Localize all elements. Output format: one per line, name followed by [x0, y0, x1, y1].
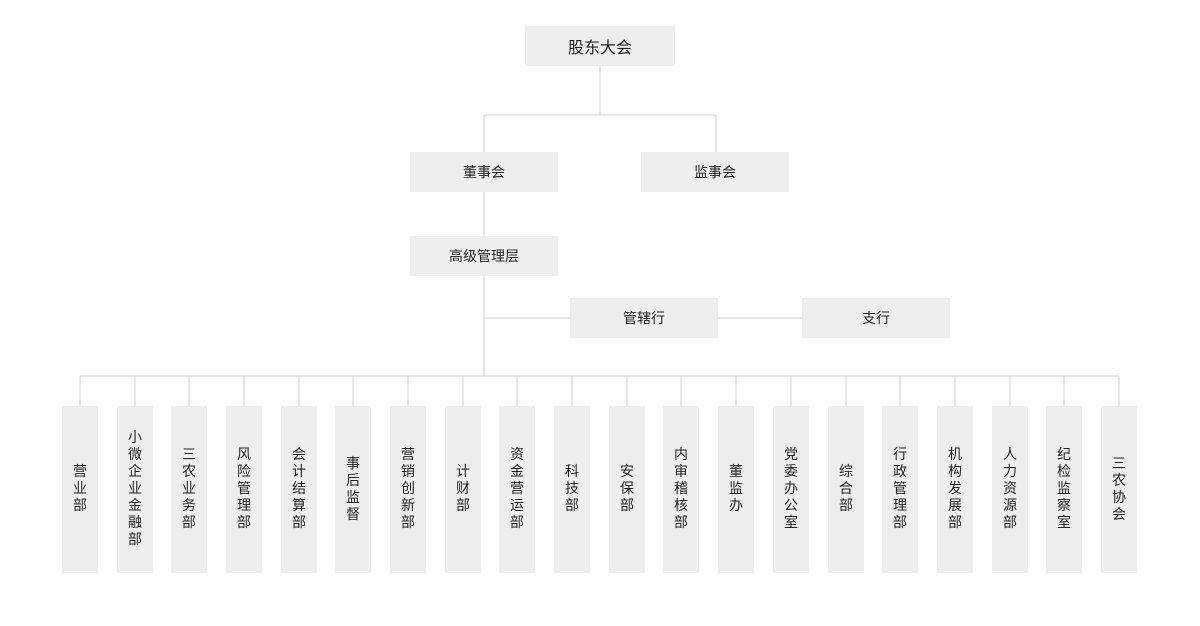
department-label: 风险管理部	[237, 447, 251, 531]
department-label: 计财部	[456, 464, 470, 514]
department-box[interactable]: 行政管理部	[882, 406, 918, 573]
department-label: 安保部	[620, 464, 634, 514]
department-label: 党委办公室	[784, 447, 798, 531]
department-box[interactable]: 资金营运部	[499, 406, 535, 573]
board-of-supervisors-box[interactable]: 监事会	[641, 152, 789, 192]
department-box[interactable]: 三农业务部	[171, 406, 207, 573]
department-box[interactable]: 营销创新部	[390, 406, 426, 573]
department-drop-lines	[79, 376, 1120, 406]
department-box[interactable]: 风险管理部	[226, 406, 262, 573]
department-label: 董监办	[729, 464, 743, 514]
department-box[interactable]: 纪检监察室	[1046, 406, 1082, 573]
board-of-directors-box[interactable]: 董事会	[410, 152, 558, 192]
department-box[interactable]: 计财部	[445, 406, 481, 573]
department-box[interactable]: 人力资源部	[992, 406, 1028, 573]
department-label: 事后监督	[346, 455, 360, 523]
department-label: 行政管理部	[893, 447, 907, 531]
department-label: 会计结算部	[292, 447, 306, 531]
department-box[interactable]: 党委办公室	[773, 406, 809, 573]
department-label: 资金营运部	[510, 447, 524, 531]
sub-branch-box[interactable]: 支行	[802, 298, 950, 338]
department-box[interactable]: 内审稽核部	[663, 406, 699, 573]
department-box[interactable]: 三农协会	[1101, 406, 1137, 573]
managing-branch-box[interactable]: 管辖行	[570, 298, 718, 338]
department-box[interactable]: 机构发展部	[937, 406, 973, 573]
department-box[interactable]: 会计结算部	[281, 406, 317, 573]
department-label: 小微企业金融部	[128, 430, 142, 548]
department-label: 内审稽核部	[674, 447, 688, 531]
department-label: 三农业务部	[182, 447, 196, 531]
department-box[interactable]: 小微企业金融部	[117, 406, 153, 573]
department-label: 综合部	[839, 464, 853, 514]
department-label: 科技部	[565, 464, 579, 514]
department-box[interactable]: 营业部	[62, 406, 98, 573]
senior-management-box[interactable]: 高级管理层	[410, 236, 558, 276]
department-label: 纪检监察室	[1057, 447, 1071, 531]
department-box[interactable]: 安保部	[609, 406, 645, 573]
department-label: 营销创新部	[401, 447, 415, 531]
department-label: 营业部	[73, 464, 87, 514]
department-label: 三农协会	[1112, 455, 1126, 523]
shareholders-meeting-box[interactable]: 股东大会	[525, 26, 675, 66]
department-label: 人力资源部	[1003, 447, 1017, 531]
department-label: 机构发展部	[948, 447, 962, 531]
department-box[interactable]: 事后监督	[335, 406, 371, 573]
department-box[interactable]: 科技部	[554, 406, 590, 573]
department-box[interactable]: 综合部	[828, 406, 864, 573]
department-box[interactable]: 董监办	[718, 406, 754, 573]
